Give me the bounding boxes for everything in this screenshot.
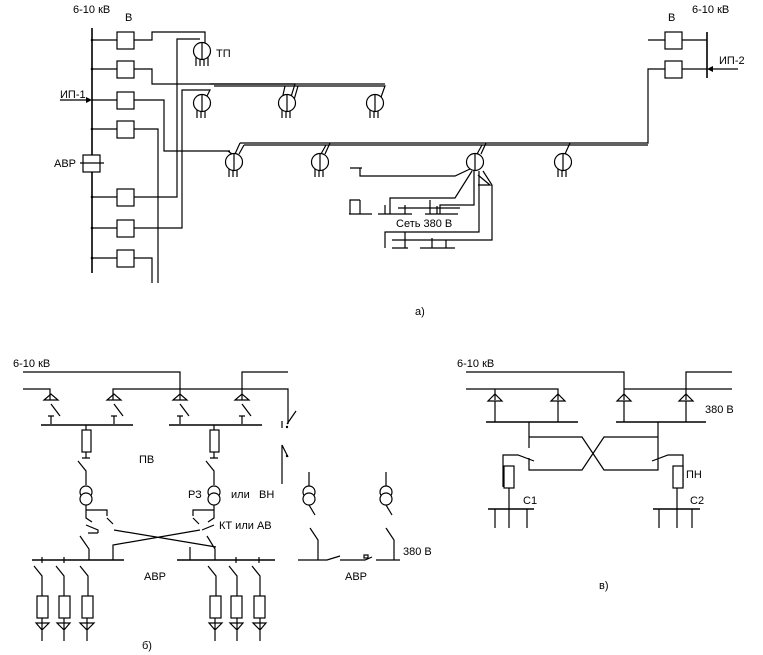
substation	[310, 152, 330, 177]
substation	[553, 152, 573, 177]
ats-label: АВР	[54, 158, 76, 170]
substation	[365, 93, 385, 118]
section-2-label: С2	[690, 495, 704, 507]
breaker-label-left: В	[125, 12, 132, 24]
source-1-label: ИП-1	[60, 89, 86, 101]
contactor-label: КТ или АВ	[219, 520, 272, 532]
breaker	[116, 31, 135, 50]
ats-label-right: АВР	[345, 571, 367, 583]
breaker	[116, 91, 135, 110]
hv-fuses	[81, 425, 220, 459]
network-380v	[349, 167, 493, 249]
breaker	[664, 31, 683, 50]
caption-b: б)	[142, 640, 152, 652]
breaker-label-right: В	[668, 12, 675, 24]
feeder-breakers-left	[90, 31, 385, 283]
breaker	[116, 188, 135, 207]
fuse-c2	[672, 465, 684, 489]
fuse-label: ПН	[686, 469, 702, 481]
breaker	[116, 219, 135, 238]
source-2-arrow	[707, 66, 713, 72]
load-switch-label: ПВ	[139, 454, 154, 466]
breaker	[664, 60, 683, 79]
breaker	[116, 120, 135, 139]
disconnector-label: РЗ	[188, 489, 202, 501]
low-voltage-label: 380 В	[705, 404, 734, 416]
diagram-b: 6-10 кВ ПВ РЗ или ВН КТ или АВ 380 В АВР…	[13, 358, 432, 652]
substation	[192, 93, 212, 118]
substation	[277, 93, 297, 118]
breaker	[116, 60, 135, 79]
voltage-label: 6-10 кВ	[13, 358, 50, 370]
voltage-label-left: 6-10 кВ	[73, 4, 110, 16]
source-2-label: ИП-2	[719, 55, 745, 67]
fuse-c1	[503, 465, 515, 489]
diagram-c: 6-10 кВ 380 В ПН С1 С2 в)	[457, 358, 734, 592]
substation-label: ТП	[216, 48, 231, 60]
caption-c: в)	[599, 580, 609, 592]
network-label: Сеть 380 В	[396, 218, 452, 230]
section-1-label: С1	[523, 495, 537, 507]
voltage-label-right: 6-10 кВ	[692, 4, 729, 16]
hv-label: ВН	[259, 489, 274, 501]
outgoing-feeders	[33, 557, 268, 641]
substation-tp	[192, 41, 212, 66]
low-voltage-label: 380 В	[403, 546, 432, 558]
ats-label-left: АВР	[144, 571, 166, 583]
transformer-symbols	[486, 393, 695, 422]
diagram-a: 6-10 кВ В ТП ИП-1 АВР 6-10 кВ В ИП-2 Сет…	[54, 4, 745, 318]
transformer-substations	[192, 41, 573, 177]
caption-a: а)	[415, 306, 425, 318]
voltage-label: 6-10 кВ	[457, 358, 494, 370]
substation	[465, 152, 485, 172]
or-label: или	[231, 489, 250, 501]
breaker	[116, 249, 135, 268]
substation	[224, 152, 244, 177]
cable-terminations	[42, 393, 252, 424]
contactors	[79, 505, 217, 560]
cross-connection	[502, 422, 684, 487]
